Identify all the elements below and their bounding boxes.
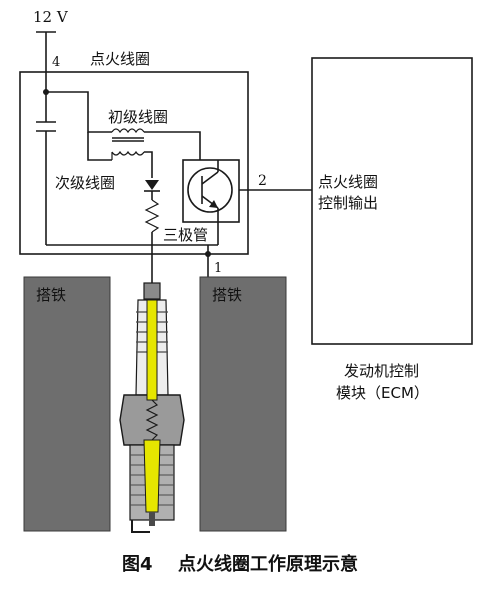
- ground-label-left: 搭铁: [36, 286, 66, 304]
- terminal-4-label: 4: [52, 55, 60, 70]
- figure-caption: 点火线圈工作原理示意: [178, 553, 358, 575]
- supply-voltage-label: 12 V: [33, 8, 69, 26]
- ground-label-right: 搭铁: [212, 286, 242, 304]
- figure-number: 图4: [122, 554, 153, 575]
- ecm-name-line1: 发动机控制: [344, 362, 419, 380]
- transistor-box: [182, 159, 240, 223]
- ground-block-right: [199, 276, 287, 532]
- ecm-name-line2: 模块（ECM）: [336, 384, 429, 402]
- ecm-signal-label-line2: 控制输出: [318, 194, 378, 212]
- terminal-2-label: 2: [258, 173, 267, 189]
- primary-coil: [111, 128, 145, 134]
- spark-plug: [119, 282, 185, 533]
- primary-to-transistor-wire: [144, 131, 201, 160]
- secondary-coil: [111, 150, 145, 156]
- ignition-coil-housing: [19, 71, 249, 255]
- ecm-signal-label-line1: 点火线圈: [318, 173, 378, 191]
- primary-coil-label: 初级线圈: [108, 108, 168, 126]
- secondary-feed-wire: [87, 132, 112, 161]
- ecm-box: [311, 57, 473, 345]
- ground-block-left: [23, 276, 111, 532]
- primary-feed-wire: [46, 91, 112, 133]
- transistor-emitter-arrow: [209, 200, 218, 208]
- transistor-collector: [201, 171, 219, 185]
- secondary-output-wire: [144, 151, 153, 178]
- resistor-symbol: [144, 199, 160, 233]
- transistor-circle: [187, 167, 233, 213]
- transistor-label: 三极管: [163, 226, 208, 244]
- secondary-coil-label: 次级线圈: [55, 174, 115, 192]
- terminal-1-label: 1: [214, 261, 222, 276]
- diode-symbol: [144, 180, 160, 192]
- ignition-coil-title: 点火线圈: [90, 50, 150, 68]
